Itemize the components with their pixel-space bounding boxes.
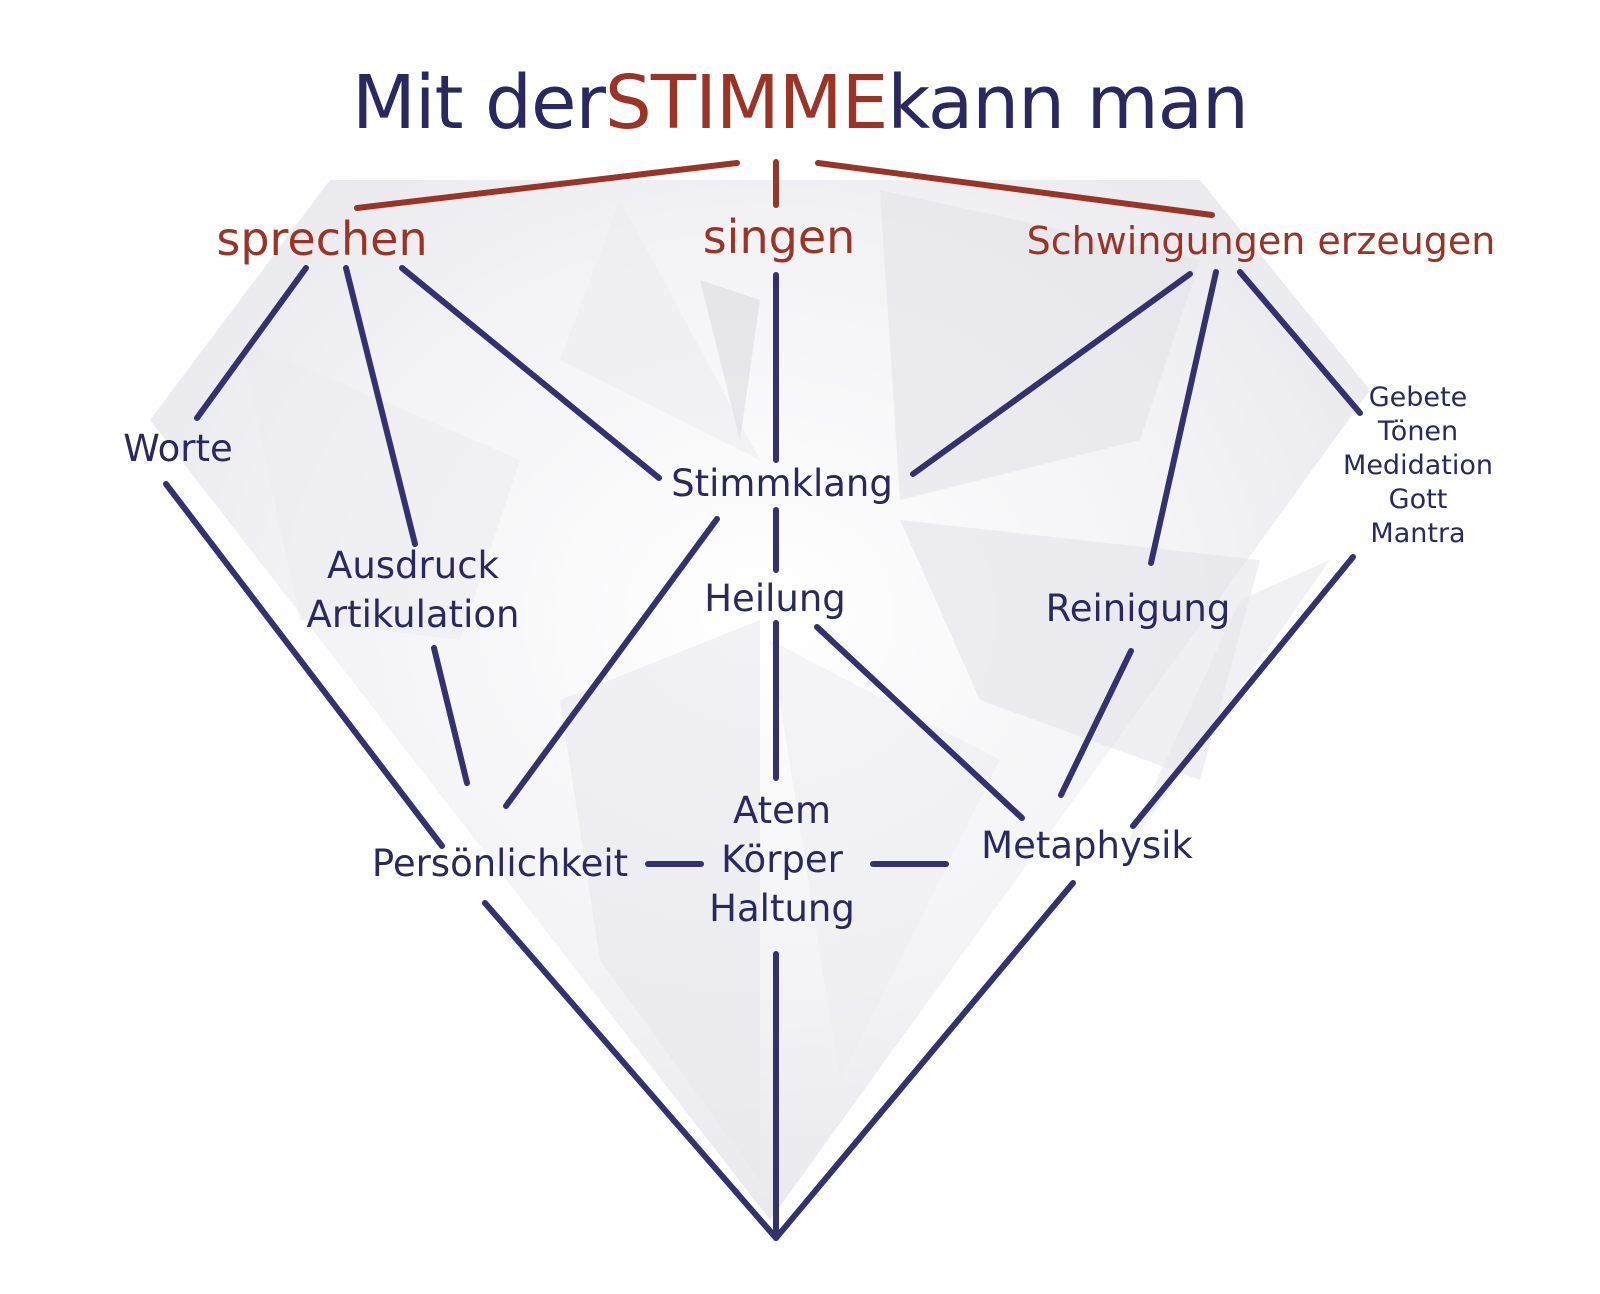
line-sprechen-worte (194, 265, 309, 421)
title-branch-lines (354, 159, 1215, 218)
node-koerper: Körper (721, 838, 843, 881)
spiritual-list: Gebete Tönen Medidation Gott Mantra (1343, 381, 1493, 551)
node-ausdruck-artikulation: Ausdruck Artikulation (307, 541, 520, 639)
node-heilung: Heilung (704, 577, 846, 620)
line-metaphysik-tip (773, 880, 1076, 1241)
node-atem-koerper-haltung: Atem Körper Haltung (709, 786, 855, 933)
line-title-sprechen (354, 160, 740, 211)
line-stimmklang-persoenlichkeit (503, 516, 720, 809)
line-schwingungen-list (1237, 269, 1363, 416)
spiritual-item: Tönen (1377, 416, 1459, 447)
line-sprechen-stimmklang (399, 265, 662, 481)
line-schwingungen-reinigung (1148, 269, 1219, 566)
spiritual-item: Gott (1388, 484, 1448, 515)
line-list-metaphysik (1130, 554, 1356, 829)
spiritual-item: Gebete (1368, 382, 1468, 413)
node-haltung: Haltung (709, 887, 855, 930)
branch-schwingungen: Schwingungen erzeugen (1026, 219, 1496, 263)
node-artikulation: Artikulation (306, 593, 520, 636)
line-sprechen-ausdruck (343, 265, 418, 547)
line-reinigung-metaphysik (1058, 648, 1134, 798)
node-metaphysik: Metaphysik (981, 824, 1193, 867)
title-prefix: Mit der (352, 60, 606, 146)
node-lines (163, 265, 1363, 1241)
branch-singen: singen (702, 210, 856, 264)
line-persoenlichkeit-tip (482, 900, 779, 1241)
node-atem: Atem (733, 789, 831, 832)
line-worte-persoenlichkeit (163, 481, 445, 849)
title-suffix: kann man (887, 60, 1249, 146)
line-title-schwingungen (815, 160, 1215, 218)
spiritual-item: Mantra (1370, 518, 1466, 549)
node-persoenlichkeit: Persönlichkeit (371, 842, 629, 885)
node-ausdruck: Ausdruck (327, 544, 499, 587)
line-artikulation-persoenlichkeit (431, 645, 470, 786)
node-reinigung: Reinigung (1045, 587, 1231, 630)
line-schwingungen-stimmklang (910, 271, 1193, 477)
diagram-title: Mit derSTIMMEkann man (0, 66, 1600, 140)
node-worte: Worte (123, 427, 233, 470)
node-stimmklang: Stimmklang (671, 462, 893, 505)
title-highlight: STIMME (604, 60, 888, 146)
branch-sprechen: sprechen (216, 212, 428, 266)
spiritual-item: Medidation (1343, 450, 1493, 481)
line-heilung-metaphysik (814, 624, 1025, 821)
